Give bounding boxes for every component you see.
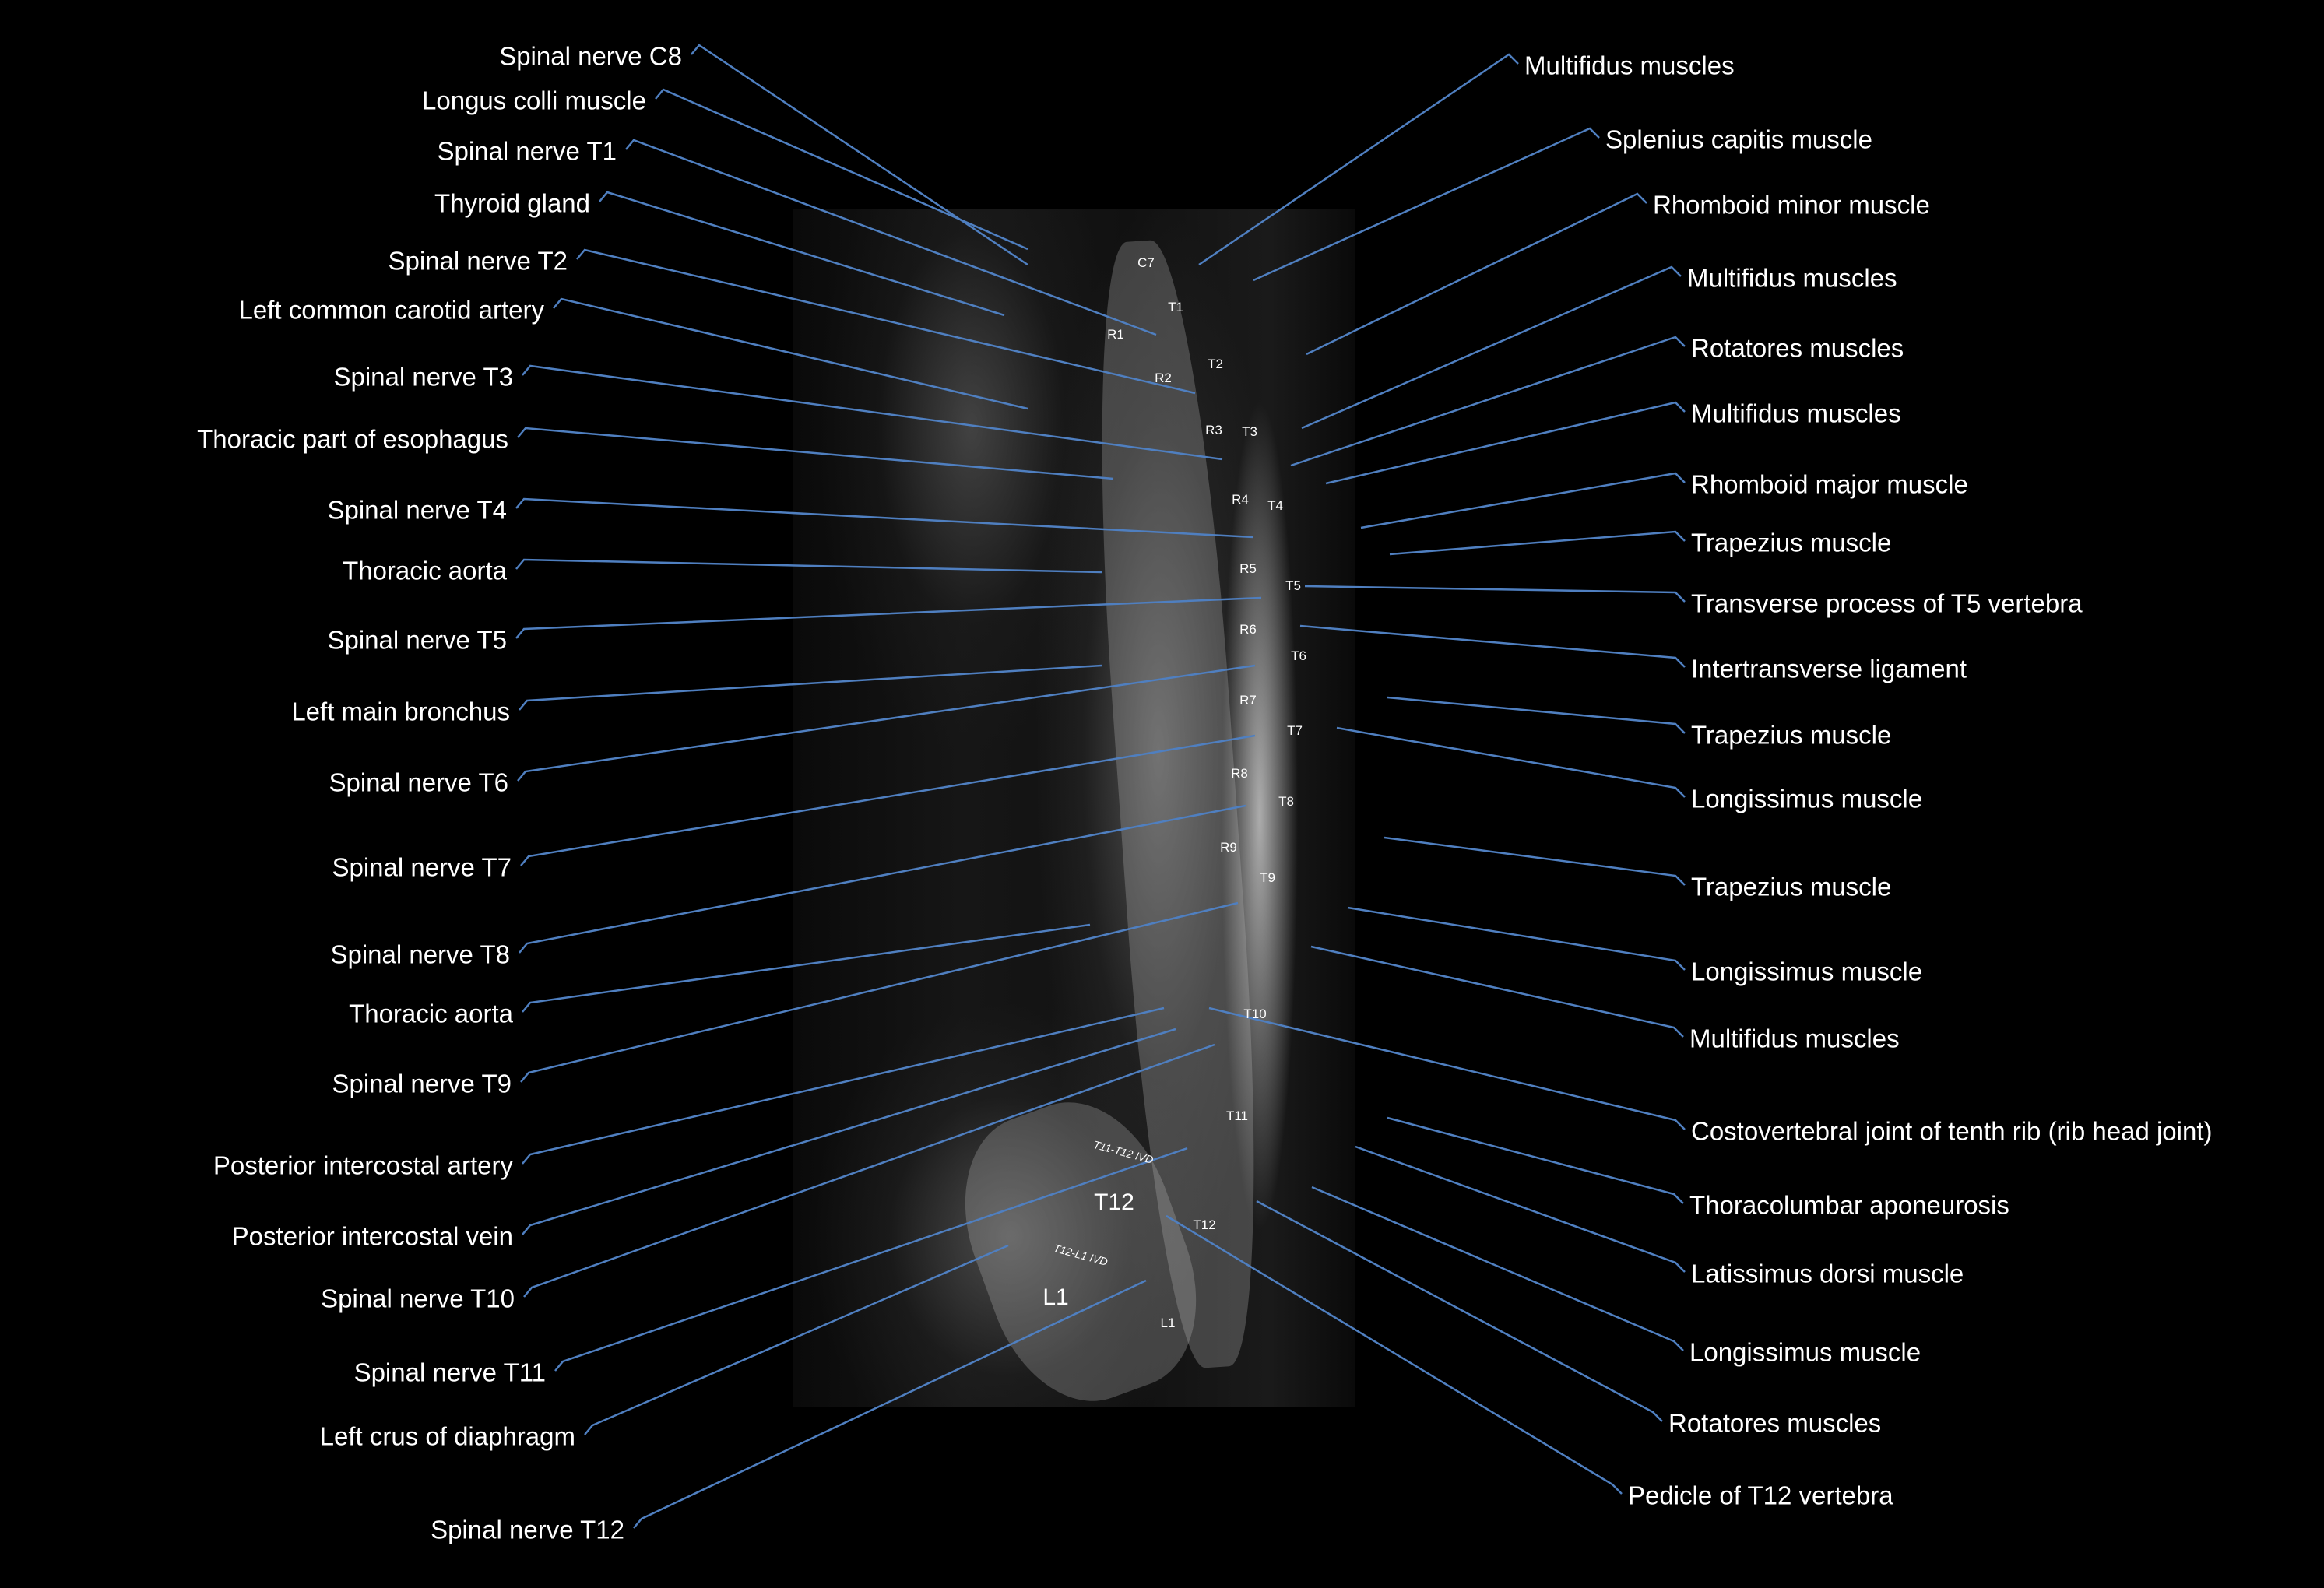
leader-line: [1301, 265, 1682, 430]
annotation-label: Spinal nerve T12: [431, 1515, 624, 1544]
annotation-label: Splenius capitis muscle: [1605, 125, 1872, 154]
annotation-label: Spinal nerve T10: [321, 1284, 515, 1313]
leader-line: [1384, 836, 1686, 886]
annotation-label: Posterior intercostal vein: [231, 1221, 513, 1251]
vertebra-label: R4: [1232, 492, 1249, 507]
annotation-label: Longissimus muscle: [1691, 957, 1923, 986]
vertebra-label: T3: [1242, 424, 1257, 439]
leader-line: [1310, 945, 1684, 1038]
annotation-label: Spinal nerve T6: [329, 768, 508, 797]
leader-line: [1304, 585, 1686, 603]
vertebra-label: T6: [1291, 648, 1306, 663]
leader-line: [1336, 726, 1686, 798]
annotation-label: Spinal nerve C8: [499, 41, 682, 71]
vertebra-label: R5: [1239, 561, 1257, 576]
vertebra-label: R3: [1205, 423, 1222, 437]
leader-line: [1325, 401, 1686, 485]
leader-line: [1387, 1116, 1684, 1204]
annotation-label: Left main bronchus: [291, 697, 510, 726]
annotation-label: Spinal nerve T7: [332, 852, 512, 882]
vertebra-label: C7: [1137, 255, 1155, 270]
annotation-label: Left common carotid artery: [238, 295, 545, 325]
annotation-label: Spinal nerve T5: [327, 625, 507, 655]
annotation-label: Thoracic aorta: [349, 999, 513, 1028]
annotation-label: Trapezius muscle: [1691, 720, 1892, 750]
annotation-label: Multifidus muscles: [1689, 1024, 1900, 1053]
leader-line: [1360, 472, 1686, 529]
vertebra-label: R2: [1155, 371, 1172, 385]
annotation-label: Longissimus muscle: [1689, 1337, 1921, 1367]
annotation-label: Transverse process of T5 vertebra: [1691, 588, 2083, 618]
vertebra-label: R8: [1231, 766, 1248, 781]
sagittal-thoracic-spine-mri: [793, 209, 1355, 1407]
vertebra-label: T5: [1285, 578, 1301, 593]
leader-line: [1347, 906, 1686, 971]
vertebra-label: R9: [1220, 840, 1237, 855]
vertebra-label: T12: [1094, 1189, 1134, 1215]
vertebra-label: T9: [1260, 870, 1275, 885]
annotation-label: Thoracic aorta: [343, 556, 507, 585]
annotation-label: Costovertebral joint of tenth rib (rib h…: [1691, 1116, 2213, 1146]
vertebra-label: L1: [1160, 1316, 1176, 1330]
vertebra-label: T4: [1267, 498, 1283, 513]
annotation-label: Rotatores muscles: [1668, 1408, 1882, 1438]
vertebra-label: L1: [1042, 1284, 1069, 1310]
annotation-label: Spinal nerve T3: [333, 362, 513, 392]
annotation-label: Spinal nerve T2: [388, 246, 568, 276]
annotation-label: Multifidus muscles: [1687, 263, 1897, 293]
vertebra-label: T2: [1208, 357, 1223, 371]
annotation-label: Spinal nerve T8: [330, 940, 510, 969]
annotation-label: Longus colli muscle: [422, 86, 646, 115]
leader-line: [1306, 192, 1647, 356]
annotation-label: Spinal nerve T9: [332, 1069, 512, 1098]
vertebra-label: R1: [1107, 327, 1124, 342]
leader-line: [1389, 530, 1686, 556]
annotation-label: Left crus of diaphragm: [319, 1421, 575, 1451]
vertebra-label: R7: [1239, 693, 1257, 708]
annotation-label: Longissimus muscle: [1691, 784, 1923, 813]
annotation-label: Spinal nerve T4: [327, 495, 507, 525]
annotation-label: Trapezius muscle: [1691, 528, 1892, 557]
vertebra-label: T7: [1287, 723, 1303, 738]
annotation-label: Pedicle of T12 vertebra: [1628, 1481, 1893, 1510]
leader-line: [1387, 696, 1686, 734]
annotation-label: Spinal nerve T11: [353, 1358, 546, 1387]
leader-line: [1299, 624, 1686, 668]
annotation-label: Latissimus dorsi muscle: [1691, 1259, 1964, 1288]
vertebra-label: T10: [1243, 1007, 1267, 1021]
annotation-label: Thyroid gland: [434, 188, 590, 218]
leader-line: [1355, 1145, 1686, 1273]
annotation-label: Posterior intercostal artery: [213, 1151, 513, 1180]
annotation-label: Rhomboid minor muscle: [1653, 190, 1930, 220]
annotation-label: Thoracic part of esophagus: [197, 424, 508, 454]
annotation-label: Multifidus muscles: [1524, 51, 1735, 80]
annotation-label: Multifidus muscles: [1691, 399, 1901, 428]
vertebra-label: T1: [1168, 300, 1183, 314]
annotation-label: Rhomboid major muscle: [1691, 469, 1968, 499]
vertebra-label: T12: [1193, 1217, 1216, 1232]
vertebra-label: R6: [1239, 622, 1257, 637]
annotation-label: Trapezius muscle: [1691, 872, 1892, 901]
annotation-label: Intertransverse ligament: [1691, 654, 1967, 683]
vertebra-label: T8: [1278, 794, 1294, 809]
vertebra-label: T11: [1225, 1108, 1249, 1123]
leader-line: [1311, 1186, 1684, 1351]
annotation-label: Thoracolumbar aponeurosis: [1689, 1190, 2009, 1220]
annotation-label: Rotatores muscles: [1691, 333, 1904, 363]
annotation-label: Spinal nerve T1: [437, 136, 617, 166]
